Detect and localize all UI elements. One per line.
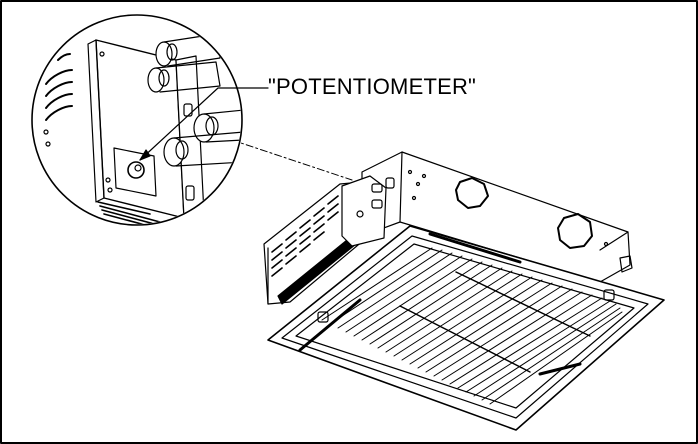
cassette-unit [263, 151, 665, 431]
pipe-block [341, 175, 387, 247]
louver-right [538, 362, 582, 376]
upper-pipe-fittings [147, 33, 221, 93]
knockout-left [455, 177, 489, 209]
potentiometer-label: "POTENTIOMETER" [268, 74, 477, 99]
detail-leader-line [231, 139, 353, 181]
potentiometer-plate [113, 147, 157, 197]
callout-leader [139, 87, 269, 161]
hanger-bracket [619, 255, 633, 273]
knockout-right [557, 213, 593, 249]
control-box-vents [271, 195, 339, 277]
louver-back [428, 232, 522, 264]
louver-front [298, 298, 362, 352]
air-grille-slats [321, 247, 623, 405]
magnified-detail [31, 14, 269, 226]
lower-pipe-fittings [163, 109, 241, 167]
